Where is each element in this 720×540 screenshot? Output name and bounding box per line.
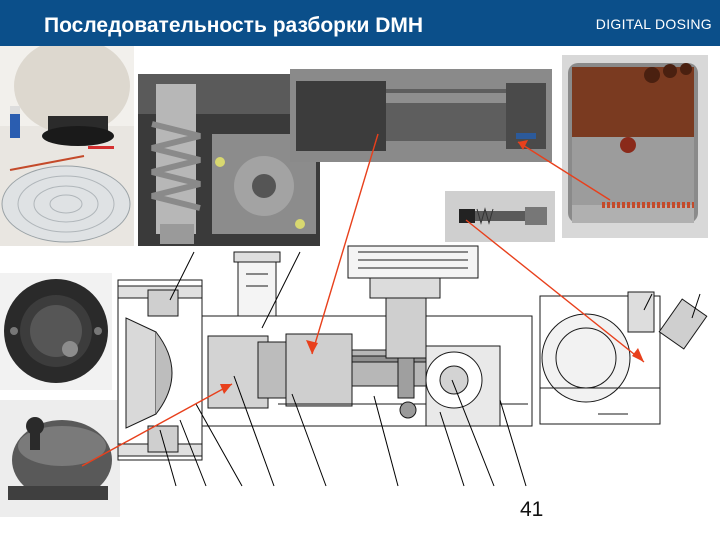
crank-housing-photo	[562, 55, 708, 238]
worm-gear-photo	[138, 74, 320, 246]
header-bar: Последовательность разборки DMH DIGITAL …	[0, 0, 720, 46]
page-number: 41	[520, 498, 544, 521]
page-title: Последовательность разборки DMH	[44, 14, 424, 37]
diaphragm-side-photo	[0, 400, 120, 517]
piston-rod-photo	[290, 69, 552, 162]
brand-label: DIGITAL DOSING	[595, 16, 712, 32]
diaphragm-disassembly-photo	[0, 46, 134, 246]
pump-sectional-drawing	[108, 238, 720, 488]
small-shaft-photo	[445, 191, 555, 242]
diaphragm-front-photo	[0, 273, 112, 390]
